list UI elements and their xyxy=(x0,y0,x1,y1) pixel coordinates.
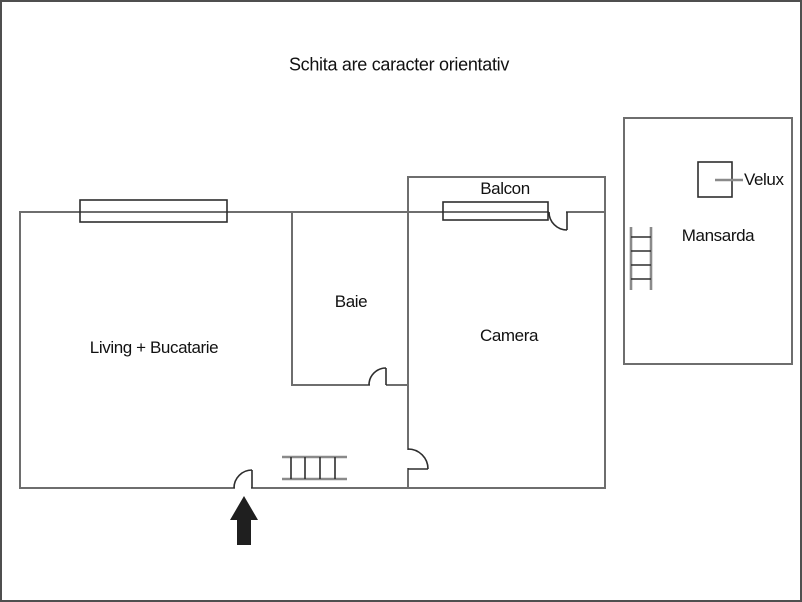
velux-label: Velux xyxy=(744,170,784,189)
balcon-window xyxy=(442,201,549,221)
camera-door xyxy=(407,448,429,470)
room-label-baie: Baie xyxy=(334,292,368,311)
room-label-camera: Camera xyxy=(479,326,539,345)
wall-baie-left-and-bottom xyxy=(291,211,370,386)
baie-door xyxy=(368,367,387,386)
mansarda-ladder-rungs xyxy=(631,236,651,280)
wall-left-and-top xyxy=(19,211,549,489)
room-label-mansarda: Mansarda xyxy=(681,226,755,245)
living-ladder-rungs xyxy=(290,457,336,479)
room-label-balcon: Balcon xyxy=(480,179,530,198)
wall-balcon-and-right-and-bottom xyxy=(251,176,606,489)
sketch-title: Schita are caracter orientativ xyxy=(288,54,510,75)
living-ladder-rails xyxy=(282,455,347,481)
room-label-living: Living + Bucatarie xyxy=(89,338,219,357)
mansarda-outline xyxy=(623,117,793,365)
entrance-door xyxy=(233,469,253,489)
entrance-arrow-icon xyxy=(230,496,258,545)
living-window xyxy=(79,199,228,223)
balcon-door xyxy=(548,211,568,231)
